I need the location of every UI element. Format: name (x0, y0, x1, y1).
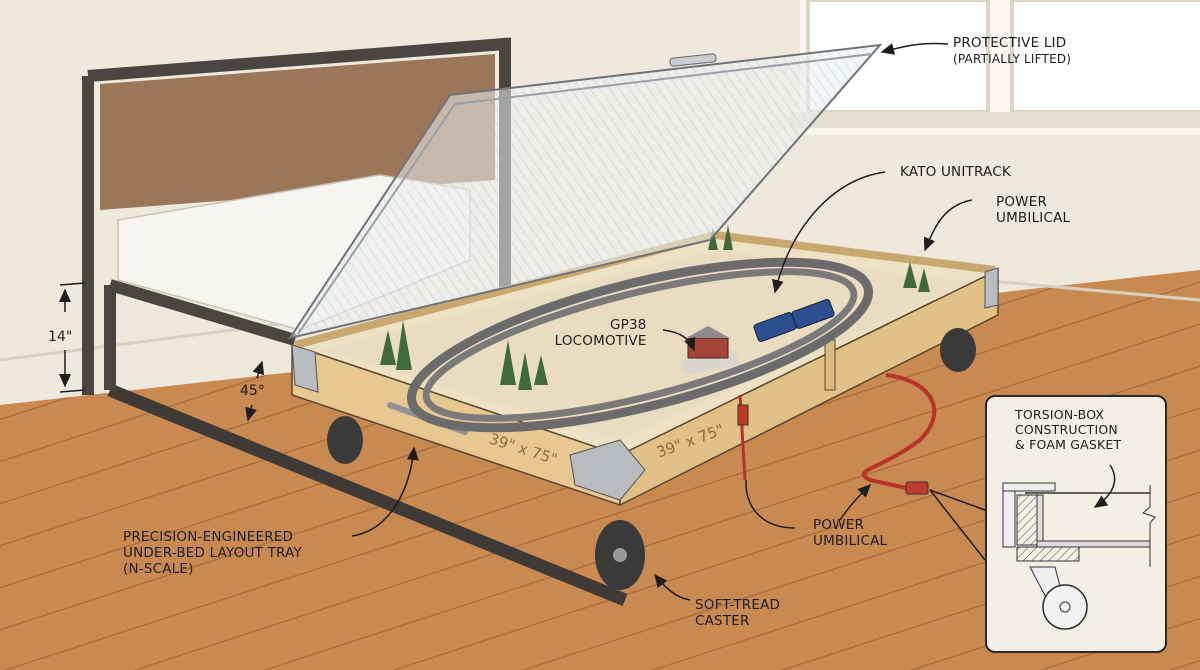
protective-lid (287, 43, 883, 340)
baseboard-right (979, 278, 1200, 302)
callout-gp38-locomotive: GP38 LOCOMOTIVE (548, 317, 647, 349)
callout-line: CONSTRUCTION (1015, 422, 1118, 437)
callout-line: & FOAM GASKET (1015, 437, 1122, 452)
gp38-locomotive (753, 299, 835, 342)
callout-line: SOFT-TREAD (695, 597, 781, 613)
inset-detail-panel: TORSION-BOX CONSTRUCTION & FOAM GASKET (985, 395, 1167, 653)
window (790, 0, 1200, 135)
callout-layout-tray: PRECISION-ENGINEERED UNDER-BED LAYOUT TR… (123, 529, 302, 577)
scenery-trees (380, 225, 930, 390)
dimension-height: 14" (48, 329, 73, 345)
callout-protective-lid: PROTECTIVE LID (PARTIALLY LIFTED) (953, 35, 1071, 67)
dimension-angle: 45° (240, 383, 265, 399)
kato-unitrack-oval (406, 257, 874, 433)
callout-line: GP38 (610, 317, 647, 333)
callout-line: (PARTIALLY LIFTED) (953, 52, 1072, 66)
callout-line: UMBILICAL (813, 533, 888, 549)
callout-line: POWER (813, 517, 865, 533)
callout-line: CASTER (695, 613, 750, 629)
callout-line: (N-SCALE) (123, 561, 194, 577)
callout-line: PRECISION-ENGINEERED (123, 529, 294, 545)
callout-line: UNDER-BED LAYOUT TRAY (123, 545, 302, 561)
callout-power-umbilical-top: POWER UMBILICAL (996, 194, 1070, 226)
callout-line: KATO UNITRACK (900, 164, 1011, 180)
callout-inset-detail: TORSION-BOX CONSTRUCTION & FOAM GASKET (1015, 407, 1121, 452)
cable-connector (905, 481, 929, 495)
station-building (680, 326, 740, 375)
callout-line: UMBILICAL (996, 210, 1071, 226)
callout-line: POWER (996, 194, 1048, 210)
caster-wheels (327, 328, 976, 590)
callout-power-umbilical-bottom: POWER UMBILICAL (813, 517, 887, 549)
callout-kato-unitrack: KATO UNITRACK (900, 164, 1011, 180)
cross-section-drawing (1002, 464, 1156, 630)
callout-line: TORSION-BOX (1015, 407, 1105, 422)
callout-line: LOCOMOTIVE (554, 333, 647, 349)
power-umbilical-cable (861, 373, 937, 492)
callout-soft-tread-caster: SOFT-TREAD CASTER (695, 597, 780, 629)
callout-line: PROTECTIVE LID (953, 35, 1067, 51)
callout-leaders (59, 42, 986, 601)
